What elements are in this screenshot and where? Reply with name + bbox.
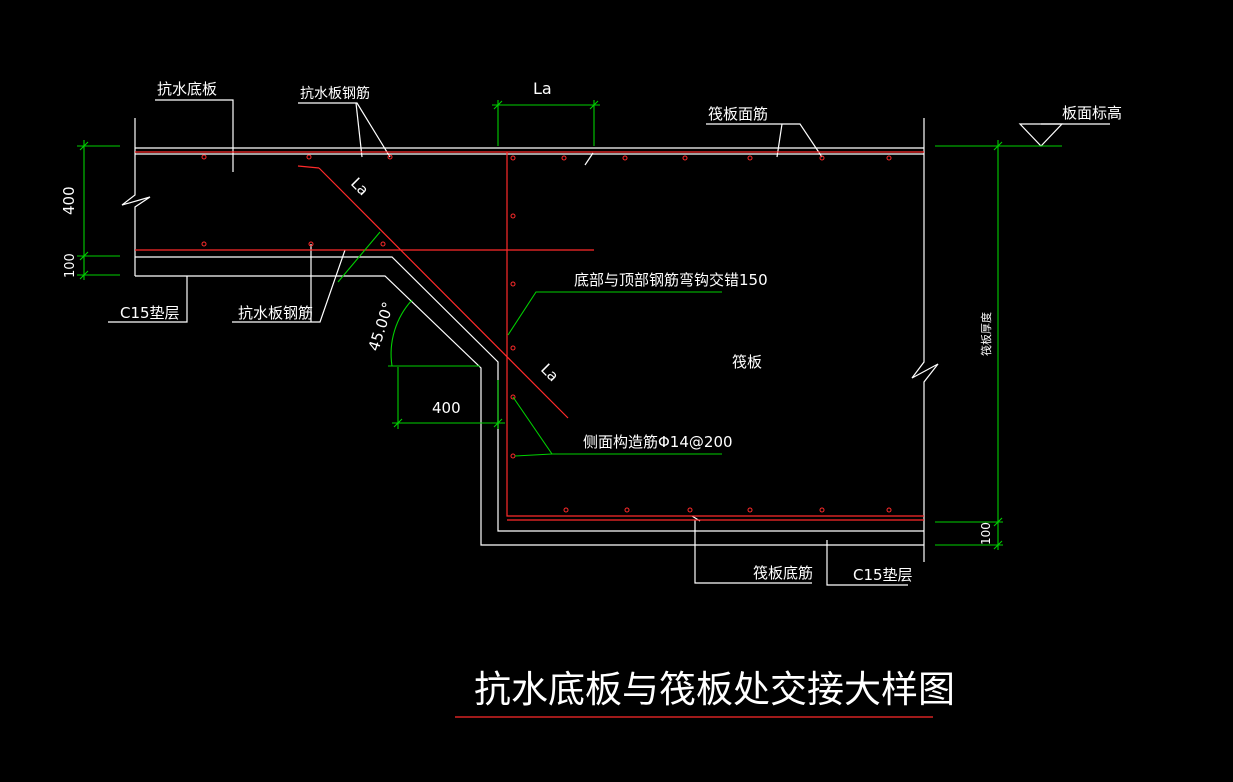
label-dim-100-right: 100 bbox=[979, 522, 993, 545]
label-angle: 45.00° bbox=[365, 300, 398, 354]
leader-la-upper bbox=[337, 231, 381, 283]
label-la-diag-upper: La bbox=[347, 174, 372, 199]
cushion-outer-line bbox=[135, 275, 924, 546]
raft-stirrup-outline bbox=[506, 152, 924, 517]
label-anti-float-rebar-bottom: 抗水板钢筋 bbox=[238, 304, 313, 322]
label-hook-note: 底部与顶部钢筋弯钩交错150 bbox=[574, 271, 768, 289]
angle-arc bbox=[390, 299, 413, 367]
label-raft-thickness: 筏板厚度 bbox=[979, 312, 993, 356]
label-dim-100-left: 100 bbox=[63, 253, 78, 278]
diagonal-rebar bbox=[318, 167, 569, 419]
drawing-title: 抗水底板与筏板处交接大样图 bbox=[474, 668, 955, 711]
leader-side-rebar-2 bbox=[514, 453, 553, 457]
label-anti-float-rebar-top: 抗水板钢筋 bbox=[300, 85, 370, 102]
cushion-inner-line bbox=[135, 256, 924, 532]
label-dim-400-left: 400 bbox=[60, 186, 78, 215]
right-break-line bbox=[911, 118, 939, 562]
leader-anti-float-rebar-bottom bbox=[232, 249, 346, 323]
label-raft-top-rebar: 筏板面筋 bbox=[708, 105, 768, 123]
label-anti-float-slab: 抗水底板 bbox=[157, 80, 217, 98]
leader-c15-right bbox=[826, 540, 908, 586]
leader-hook-note bbox=[507, 291, 722, 336]
label-c15-left: C15垫层 bbox=[120, 304, 180, 322]
rebar-dots bbox=[201, 154, 892, 513]
leader-raft-bottom bbox=[694, 520, 812, 584]
label-side-rebar: 侧面构造筋Φ14@200 bbox=[583, 433, 733, 451]
rebar-lines bbox=[135, 151, 933, 718]
label-c15-right: C15垫层 bbox=[853, 566, 913, 584]
concrete-outline bbox=[108, 99, 1110, 586]
label-raft-bottom-rebar: 筏板底筋 bbox=[753, 564, 813, 582]
label-slab-top-elevation: 板面标高 bbox=[1062, 104, 1122, 122]
label-raft: 筏板 bbox=[732, 353, 762, 371]
label-la-diag-lower: La bbox=[537, 360, 562, 385]
text-labels: 抗水底板 抗水板钢筋 La 筏板面筋 板面标高 400 100 La 底部与顶部… bbox=[60, 79, 1122, 711]
leader-anti-float-rebar-top bbox=[298, 102, 391, 158]
leader-c15-left bbox=[108, 276, 188, 323]
elevation-symbol bbox=[1018, 123, 1064, 147]
left-break-line bbox=[121, 118, 151, 276]
leader-anti-float-slab bbox=[155, 99, 234, 172]
rebar-tick bbox=[584, 152, 594, 166]
label-la-top: La bbox=[533, 79, 552, 98]
leader-raft-top-rebar bbox=[706, 123, 823, 158]
leader-rebar-tick bbox=[355, 102, 363, 158]
dimension-lines bbox=[77, 100, 1062, 550]
label-dim-400-bottom: 400 bbox=[432, 399, 461, 417]
raft-top-hook bbox=[297, 165, 320, 169]
